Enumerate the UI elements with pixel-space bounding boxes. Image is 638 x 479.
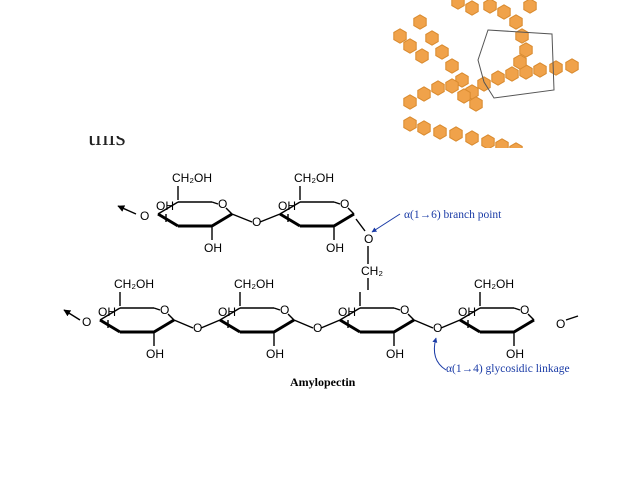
oh-label: OH xyxy=(146,347,164,361)
branch-bond-top xyxy=(355,218,366,232)
ring-oxygen: O xyxy=(218,197,227,211)
hexagon-glucose-unit xyxy=(465,130,479,146)
hexagon-glucose-unit xyxy=(565,58,579,74)
ring-oxygen: O xyxy=(400,303,409,317)
hexagon-glucose-unit xyxy=(433,124,447,140)
bottom-linkage-1-bond-left xyxy=(173,319,194,329)
oh-label: OH xyxy=(386,347,404,361)
bottom-linkage-2-oxygen: O xyxy=(313,321,322,335)
hexagon-glucose-unit xyxy=(417,120,431,136)
ring-oxygen: O xyxy=(280,303,289,317)
top-linkage-oxygen: O xyxy=(252,215,261,229)
hexagon-glucose-unit xyxy=(393,28,407,44)
hexagon-glucose-unit xyxy=(533,62,547,78)
amylopectin-structure: OCH₂OHOHOHOCH₂OHOHOHOCH₂OHOHOHOCH₂OHOHOH… xyxy=(63,171,579,389)
hexagon-glucose-unit xyxy=(445,78,459,94)
hexagon-glucose-unit xyxy=(431,80,445,96)
bottom-chain-right-end xyxy=(565,315,579,321)
oh-label: OH xyxy=(266,347,284,361)
bottom-chain-left-end xyxy=(63,309,81,321)
figure-caption: Amylopectin xyxy=(290,375,356,389)
glucose-ring-4 xyxy=(219,292,295,346)
bottom-linkage-1-oxygen: O xyxy=(193,321,202,335)
hexagon-glucose-unit xyxy=(451,0,465,10)
branch-oxygen: O xyxy=(364,232,373,246)
oh-label: OH xyxy=(326,241,344,255)
hexagon-glucose-unit xyxy=(497,4,511,20)
hexagon-glucose-unit xyxy=(483,0,497,14)
hexagon-glucose-unit xyxy=(455,72,469,88)
hexagon-glucose-unit xyxy=(509,14,523,30)
hexagon-glucose-unit xyxy=(449,126,463,142)
hexagon-glucose-unit xyxy=(549,60,563,76)
top-linkage-bond-right xyxy=(259,213,281,223)
top-chain-left-end xyxy=(117,205,137,215)
oh-label: OH xyxy=(506,347,524,361)
glycosidic-linkage-annotation: α(1→4) glycosidic linkage xyxy=(446,363,570,375)
branch-ch2-label: CH₂ xyxy=(361,264,383,278)
hexagon-glucose-unit xyxy=(425,30,439,46)
branch-point-annotation: α(1→6) branch point xyxy=(404,209,502,221)
ch2oh-label: CH₂OH xyxy=(172,171,212,185)
oh-label: OH xyxy=(458,305,476,319)
glucose-ring-2 xyxy=(279,186,355,240)
hexagon-glucose-unit xyxy=(465,0,479,16)
hexagon-glucose-unit xyxy=(469,96,483,112)
oh-label: OH xyxy=(218,305,236,319)
hexagon-glucose-unit xyxy=(445,58,459,74)
hexagon-glucose-unit xyxy=(403,94,417,110)
glucose-ring-3 xyxy=(99,292,175,346)
oh-label: OH xyxy=(338,305,356,319)
ch2oh-label: CH₂OH xyxy=(234,277,274,291)
hexagon-glucose-unit xyxy=(413,14,427,30)
hexagon-glucose-unit xyxy=(491,70,505,86)
oh-label: OH xyxy=(204,241,222,255)
hexagon-glucose-unit xyxy=(403,38,417,54)
hexagon-glucose-unit xyxy=(523,0,537,14)
glycosidic-linkage-arrow xyxy=(432,337,447,371)
bottom-linkage-3-oxygen: O xyxy=(433,321,442,335)
oh-label: OH xyxy=(98,305,116,319)
hexagon-glucose-unit xyxy=(417,86,431,102)
hexagon-glucose-unit xyxy=(515,28,529,44)
hexagon-glucose-unit xyxy=(505,66,519,82)
hexagon-glucose-unit xyxy=(519,42,533,58)
bottom-linkage-3-bond-left xyxy=(413,319,434,329)
bottom-linkage-2-bond-left xyxy=(293,319,314,329)
ring-oxygen: O xyxy=(340,197,349,211)
bottom-chain-right-oxygen: O xyxy=(556,317,565,331)
hexagon-glucose-unit xyxy=(435,44,449,60)
ring-oxygen: O xyxy=(160,303,169,317)
ch2oh-label: CH₂OH xyxy=(474,277,514,291)
bottom-linkage-2-bond-right xyxy=(320,319,341,329)
hexagon-glucose-unit xyxy=(403,116,417,132)
glucose-ring-5 xyxy=(339,292,415,346)
oh-label: OH xyxy=(156,199,174,213)
glucose-ring-1 xyxy=(157,186,233,240)
glucose-ring-6 xyxy=(459,292,535,346)
magnified-region-outline xyxy=(477,29,555,99)
hexagon-glucose-unit xyxy=(415,48,429,64)
hexagon-glucose-unit xyxy=(513,54,527,70)
oh-label: OH xyxy=(278,199,296,213)
ch2oh-label: CH₂OH xyxy=(294,171,334,185)
bottom-linkage-3-bond-right xyxy=(440,319,461,329)
bottom-chain-left-oxygen: O xyxy=(82,315,91,329)
hexagon-glucose-unit xyxy=(457,88,471,104)
glycogen-hexagon-illustration xyxy=(393,0,579,158)
ch2oh-label: CH₂OH xyxy=(114,277,154,291)
ring-oxygen: O xyxy=(520,303,529,317)
top-chain-left-oxygen: O xyxy=(140,209,149,223)
bottom-linkage-1-bond-right xyxy=(200,319,221,329)
branch-point-arrow xyxy=(371,213,401,233)
top-linkage-bond-left xyxy=(231,213,253,223)
